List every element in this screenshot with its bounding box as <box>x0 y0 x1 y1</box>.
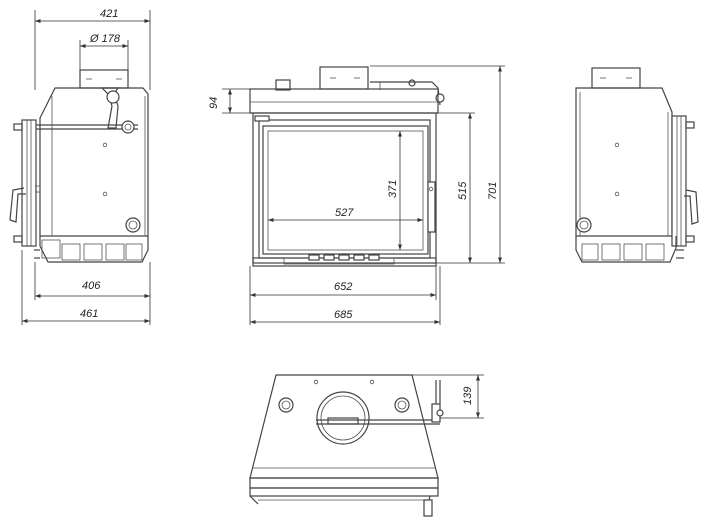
bolt-icon <box>102 142 108 148</box>
dim-527-label: 527 <box>335 207 354 219</box>
dim-371-label: 371 <box>387 180 399 198</box>
dim-652-label: 652 <box>334 281 352 293</box>
dim-421-label: 421 <box>100 8 118 20</box>
dim-406-label: 406 <box>82 280 101 292</box>
dim-flue-label: Ø 178 <box>89 33 121 45</box>
right-body-outline <box>575 87 673 237</box>
front-handle <box>427 181 436 233</box>
door-handle <box>9 187 26 223</box>
front-top-block <box>249 88 439 114</box>
right-flue-collar <box>591 67 641 89</box>
dim-685-label: 685 <box>334 309 353 321</box>
side-body-outline <box>39 87 149 237</box>
right-handle <box>684 189 699 225</box>
top-view: 139 <box>249 374 484 517</box>
dim-701-label: 701 <box>487 182 499 200</box>
dim-515-label: 515 <box>457 181 469 200</box>
front-flue-collar <box>319 66 369 90</box>
side-view-left: 421 Ø 178 <box>9 8 151 325</box>
side-base <box>39 236 149 263</box>
side-door-frame <box>21 119 37 247</box>
side-view-right <box>575 67 699 263</box>
front-view: 94 371 527 515 701 652 685 <box>208 65 505 325</box>
front-glass-panel <box>262 125 429 255</box>
lever-pivot <box>106 90 120 104</box>
air-control-knob <box>125 217 141 233</box>
right-door-frame <box>671 115 687 247</box>
dim-139-label: 139 <box>462 387 474 405</box>
front-door-frame <box>252 112 437 264</box>
dim-94-label: 94 <box>208 97 220 109</box>
dim-461-label: 461 <box>80 308 98 320</box>
